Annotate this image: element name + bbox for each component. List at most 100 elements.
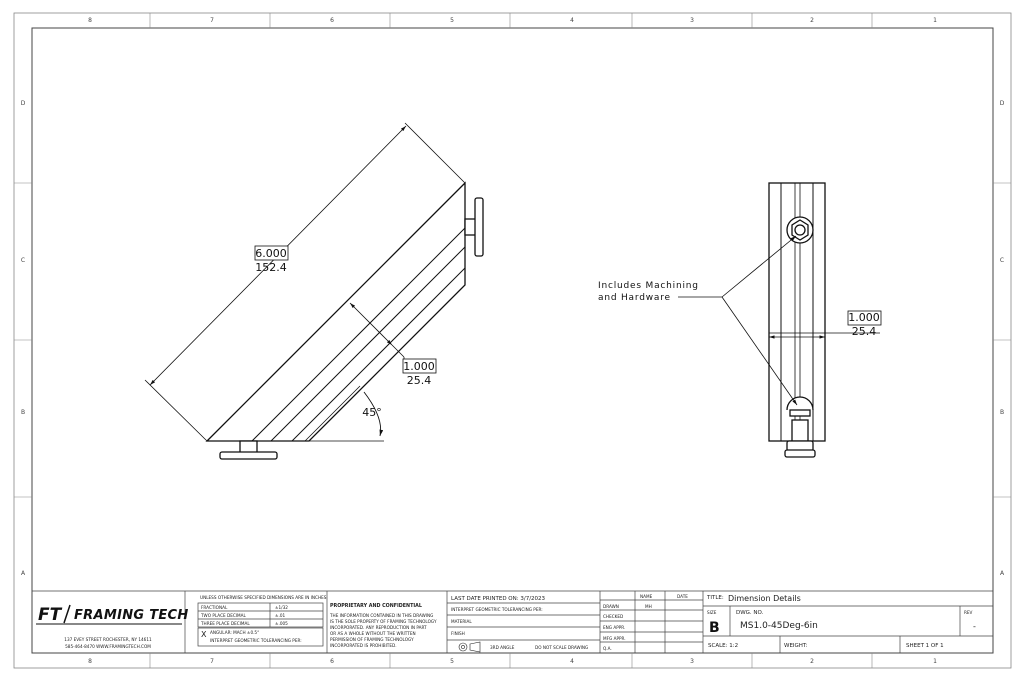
proprietary-line: INCORPORATED. ANY REPRODUCTION IN PART <box>330 625 427 630</box>
size-label: SIZE <box>707 610 717 615</box>
proprietary-line: INCORPORATED IS PROHIBITED. <box>330 643 397 648</box>
width-dim-mm: 25.4 <box>407 374 432 387</box>
zone-label-bottom: 5 <box>450 658 454 665</box>
zone-label-top: 5 <box>450 17 454 24</box>
third-angle-icon <box>458 641 481 653</box>
rev-label: REV <box>964 610 973 615</box>
zone-label-top: 6 <box>330 17 334 24</box>
approval-label: DRAWN <box>603 604 619 609</box>
zone-label-right: B <box>1000 409 1004 416</box>
tolerance-interpret: INTERPRET GEOMETRIC TOLERANCING PER: <box>210 638 302 643</box>
tolerance-row-label: THREE PLACE DECIMAL <box>200 621 250 626</box>
angle-arc <box>363 391 384 437</box>
company-address: 137 EVEY STREET ROCHESTER, NY 14611 <box>64 637 152 642</box>
zone-label-bottom: 7 <box>210 658 214 665</box>
approvals-date-header: DATE <box>677 594 688 599</box>
front-view <box>205 181 484 460</box>
side-view <box>768 182 826 458</box>
drawing-title: Dimension Details <box>728 594 801 603</box>
zone-label-right: D <box>1000 100 1005 107</box>
zone-label-left: C <box>21 257 25 264</box>
proprietary-line: IS THE SOLE PROPERTY OF FRAMING TECHNOLO… <box>330 619 437 624</box>
logo-mark: FT <box>38 605 63 625</box>
side-width-dim-mm: 25.4 <box>852 325 877 338</box>
finish-label: FINISH <box>451 631 465 636</box>
bottom-foot-pad <box>219 451 278 460</box>
width-dim-inches: 1.000 <box>403 360 435 373</box>
weight-label: WEIGHT: <box>784 643 808 649</box>
logo-name: FRAMING TECH <box>74 608 189 623</box>
proprietary-title: PROPRIETARY AND CONFIDENTIAL <box>330 603 422 609</box>
approval-label: MFG APPR. <box>603 636 626 641</box>
company-contact: 585-464-8470 WWW.FRAMINGTECH.COM <box>65 644 151 649</box>
tolerance-angular: ANGULAR: MACH ±0.5° <box>210 630 259 635</box>
approval-label: CHECKED <box>603 614 623 619</box>
zone-label-top: 7 <box>210 17 214 24</box>
proprietary-line: PERMISSION OF FRAMING TECHNOLOGY <box>330 637 414 642</box>
approvals-name-header: NAME <box>640 594 653 599</box>
inner-border <box>31 27 994 654</box>
zone-label-left: D <box>21 100 26 107</box>
bottom-bolt-head <box>786 396 814 411</box>
top-bolt-head <box>786 216 814 244</box>
bottom-foot-stem <box>239 440 258 454</box>
zone-label-top: 1 <box>933 17 937 24</box>
sheet-label: SHEET 1 OF 1 <box>906 643 944 649</box>
tolerance-row-value: ±.01 <box>275 613 286 618</box>
side-foot-pad <box>784 449 816 458</box>
tolerance-row-label: TWO PLACE DECIMAL <box>200 613 246 618</box>
zone-label-top: 3 <box>690 17 694 24</box>
zone-label-bottom: 8 <box>88 658 92 665</box>
zone-label-right: A <box>1000 570 1005 577</box>
last-printed: LAST DATE PRINTED ON: 3/7/2023 <box>451 596 546 602</box>
zone-label-right: C <box>1000 257 1004 264</box>
zone-label-bottom: 1 <box>933 658 937 665</box>
proprietary-line: OR AS A WHOLE WITHOUT THE WRITTEN <box>330 631 416 636</box>
zone-label-bottom: 6 <box>330 658 334 665</box>
zone-label-bottom: 2 <box>810 658 814 665</box>
scale-label: SCALE: 1:2 <box>708 643 738 649</box>
note-line-1: Includes Machining <box>598 281 699 291</box>
note-leaders <box>678 235 798 406</box>
length-dim-mm: 152.4 <box>255 261 287 274</box>
tolerance-row-label: FRACTIONAL <box>201 605 228 610</box>
zone-label-top: 4 <box>570 17 574 24</box>
zone-label-left: B <box>21 409 25 416</box>
width-dimension-side <box>769 310 882 339</box>
zone-label-bottom: 3 <box>690 658 694 665</box>
outer-border <box>13 12 1012 669</box>
right-foot-pad <box>474 197 484 257</box>
extrusion-outline <box>205 181 466 442</box>
title-block-grid <box>32 590 993 653</box>
zone-label-left: A <box>21 570 26 577</box>
material-label: MATERIAL <box>451 619 472 624</box>
top-bolt-hex <box>791 219 809 241</box>
framing-tech-logo: FT FRAMING TECH <box>36 602 189 625</box>
title-label: TITLE: <box>706 595 724 601</box>
zone-ticks <box>14 13 1011 668</box>
tolerance-row-value: ±.005 <box>275 621 288 626</box>
width-dimension-front <box>349 302 437 374</box>
interpret-geometric: INTERPRET GEOMETRIC TOLERANCING PER: <box>451 607 543 612</box>
approval-name: MH <box>645 604 652 609</box>
zone-label-top: 8 <box>88 17 92 24</box>
note-line-2: and Hardware <box>598 293 671 303</box>
zone-label-bottom: 4 <box>570 658 574 665</box>
third-angle-label: 3RD ANGLE <box>490 645 515 650</box>
angle-dim: 45° <box>362 406 382 419</box>
approval-label: ENG APPR. <box>603 625 625 630</box>
zone-label-top: 2 <box>810 17 814 24</box>
approval-label: Q.A. <box>603 646 612 651</box>
rev-value: - <box>973 622 976 631</box>
tolerance-row-value: ±1/32 <box>275 605 288 610</box>
length-dimension <box>144 122 466 442</box>
proprietary-line: THE INFORMATION CONTAINED IN THIS DRAWIN… <box>329 613 433 618</box>
side-width-dim-inches: 1.000 <box>848 311 880 324</box>
size-value: B <box>709 620 720 636</box>
dwg-no-label: DWG. NO. <box>736 610 764 616</box>
dwg-no-value: MS1.0-45Deg-6in <box>740 621 818 631</box>
tolerance-x-mark: X <box>201 630 207 639</box>
tolerance-header: UNLESS OTHERWISE SPECIFIED DIMENSIONS AR… <box>200 595 327 600</box>
